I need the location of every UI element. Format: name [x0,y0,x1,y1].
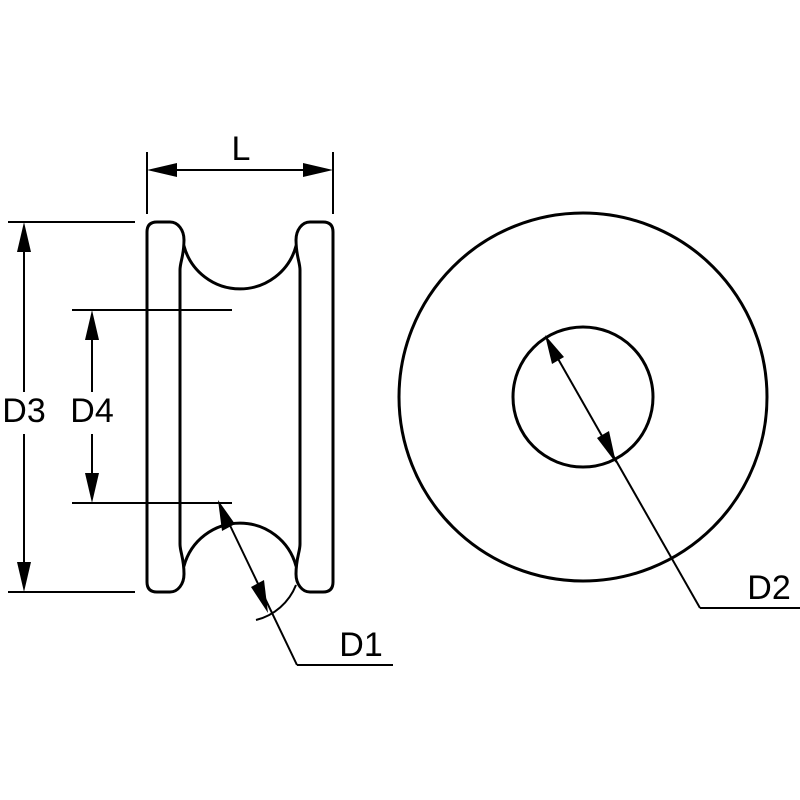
groove-diameter-dimension: D1 [218,500,393,666]
groove-bottom-diameter-dimension: D4 [70,309,232,504]
arrowhead [303,163,333,177]
arrowhead [17,222,31,252]
outer-diameter-label: D3 [2,392,45,430]
arrowhead [218,500,235,531]
front-view [397,211,769,583]
lower-groove-arc [182,521,298,568]
outer-circle [397,211,769,583]
length-dimension: L [146,130,334,214]
right-flange [294,220,335,594]
bore-diameter-label: D2 [747,569,790,607]
arrowhead [545,335,564,364]
arrowhead [17,562,31,592]
arrowhead [251,580,268,613]
arrowhead [597,431,616,463]
left-flange [145,220,186,594]
arrowhead [85,473,99,503]
outer-diameter-dimension: D3 [2,221,135,593]
bore-diameter-dimension: D2 [545,335,800,609]
arrowhead [85,310,99,340]
bore-circle [511,325,655,469]
groove-bottom-diameter-label: D4 [70,392,113,430]
length-label: L [232,130,251,168]
upper-groove-arc [182,244,298,291]
arrowhead [147,163,177,177]
side-view [145,220,335,594]
groove-diameter-label: D1 [339,626,382,664]
